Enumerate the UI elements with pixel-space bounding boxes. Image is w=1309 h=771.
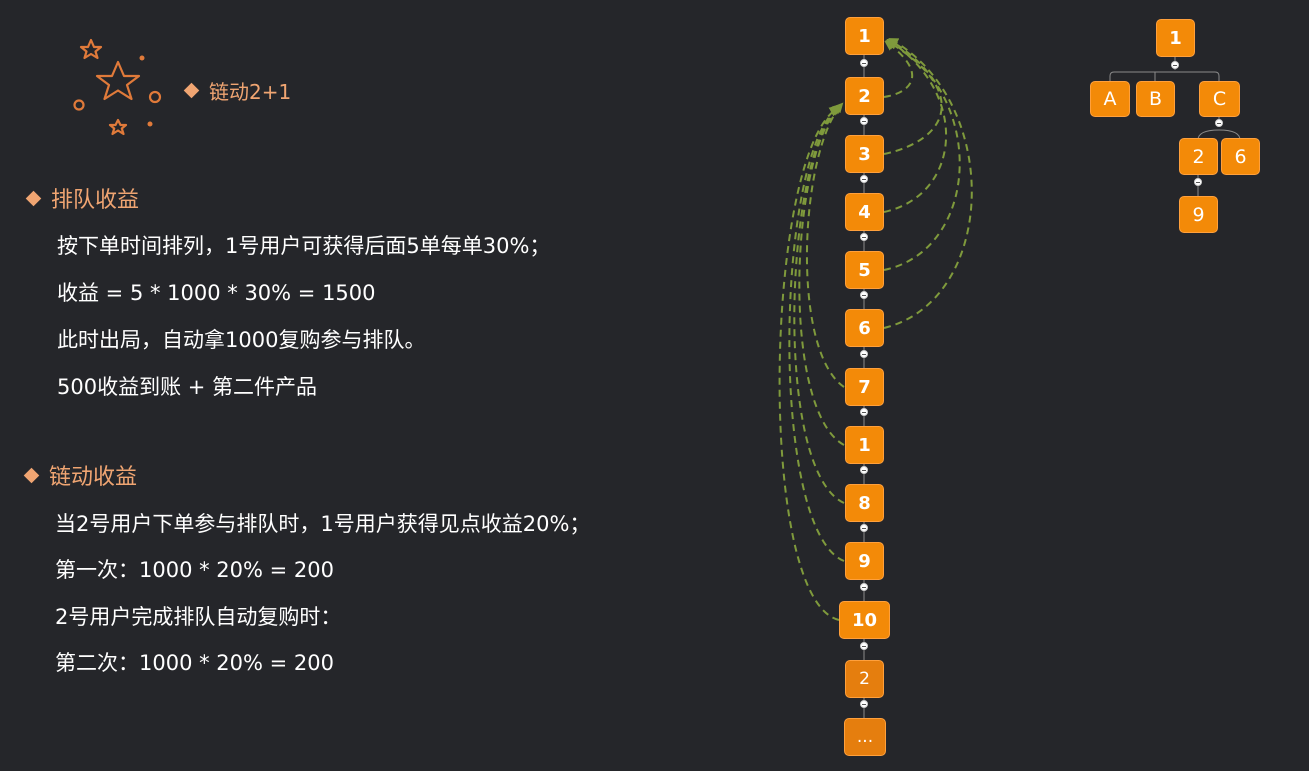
chain-line-1: 当2号用户下单参与排队时，1号用户获得见点收益20%； [55, 512, 591, 536]
collapse-toggle-icon[interactable] [860, 175, 868, 183]
chain-section-title-text: 链动收益 [49, 465, 138, 490]
queue-node[interactable]: 3 [845, 135, 884, 173]
queue-node[interactable]: 8 [845, 484, 884, 522]
queue-node[interactable]: 1 [845, 17, 884, 55]
collapse-toggle-icon[interactable] [1194, 178, 1202, 186]
queue-node[interactable]: 5 [845, 251, 884, 289]
queue-section-title: 排队收益 [25, 182, 140, 214]
queue-node[interactable]: 6 [845, 309, 884, 347]
queue-node[interactable]: 2 [845, 660, 884, 698]
chain-line-4: 第二次：1000 * 20% = 200 [55, 651, 334, 675]
queue-line-2: 收益 = 5 * 1000 * 30% = 1500 [57, 281, 376, 305]
tree-node-root[interactable]: 1 [1156, 19, 1195, 57]
collapse-toggle-icon[interactable] [860, 59, 868, 67]
chain-section-title: 链动收益 [23, 459, 138, 491]
chain-return-arrows [778, 102, 845, 621]
collapse-toggle-icon[interactable] [860, 233, 868, 241]
heading-title: 链动2+1 [209, 80, 292, 104]
queue-node[interactable]: 2 [845, 77, 884, 115]
queue-node-more[interactable]: ... [844, 718, 886, 756]
tree-node-c2[interactable]: 6 [1221, 138, 1260, 175]
collapse-toggle-icon[interactable] [860, 642, 868, 650]
collapse-toggle-icon[interactable] [860, 524, 868, 532]
queue-node[interactable]: 10 [839, 601, 890, 639]
chain-line-2: 第一次：1000 * 20% = 200 [55, 558, 334, 582]
queue-node[interactable]: 9 [845, 542, 884, 580]
queue-line-4: 500收益到账 + 第二件产品 [57, 375, 318, 399]
queue-node[interactable]: 1 [845, 426, 884, 464]
collapse-toggle-icon[interactable] [860, 117, 868, 125]
tree-node-a[interactable]: A [1090, 81, 1130, 117]
page-heading: 链动2+1 [183, 76, 292, 105]
collapse-toggle-icon[interactable] [860, 583, 868, 591]
chain-line-3: 2号用户完成排队自动复购时： [55, 605, 342, 629]
collapse-toggle-icon[interactable] [1171, 61, 1179, 69]
tree-node-c1[interactable]: 2 [1179, 138, 1218, 175]
collapse-toggle-icon[interactable] [860, 408, 868, 416]
queue-line-1: 按下单时间排列，1号用户可获得后面5单每单30%； [57, 234, 551, 258]
queue-node[interactable]: 7 [845, 368, 884, 406]
collapse-toggle-icon[interactable] [1215, 119, 1223, 127]
tree-node-c[interactable]: C [1199, 81, 1240, 117]
collapse-toggle-icon[interactable] [860, 700, 868, 708]
queue-node[interactable]: 4 [845, 193, 884, 231]
queue-return-arrows [883, 38, 973, 329]
collapse-toggle-icon[interactable] [860, 350, 868, 358]
collapse-toggle-icon[interactable] [860, 466, 868, 474]
tree-node-b[interactable]: B [1136, 81, 1175, 117]
collapse-toggle-icon[interactable] [860, 291, 868, 299]
queue-section-title-text: 排队收益 [51, 188, 140, 213]
stars-decoration-icon [73, 38, 162, 136]
tree-node-c1-child[interactable]: 9 [1179, 196, 1218, 233]
queue-line-3: 此时出局，自动拿1000复购参与排队。 [57, 328, 426, 352]
